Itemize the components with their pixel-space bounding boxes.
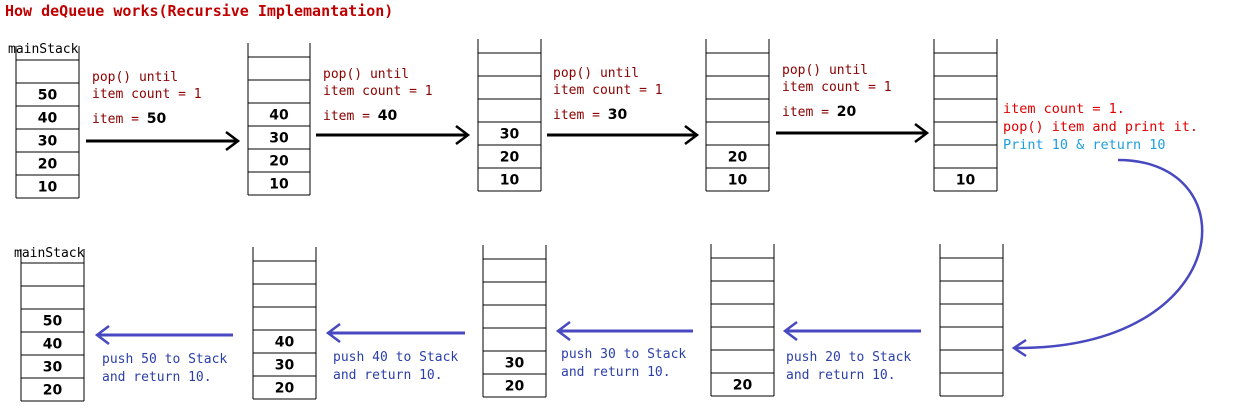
top-stack-1-cell-value: 30 [38, 134, 58, 150]
pop-step-line1: pop() until [553, 66, 640, 81]
bottom-stack-1-cell-value: 30 [43, 360, 63, 376]
pop-step-note: pop() until item count = 1 item = 40 [323, 66, 433, 125]
pop-step-line2: item count = 1 [553, 83, 663, 98]
push-step-line2: and return 10. [786, 368, 896, 383]
pop-step-line2: item count = 1 [782, 80, 892, 95]
bottom-stack-1-cell-value: 50 [43, 314, 63, 330]
pop-step-line1: pop() until [92, 70, 179, 85]
base-case-line2: pop() item and print it. [1003, 119, 1199, 135]
top-stack-1-cell-value: 10 [38, 180, 58, 196]
top-stack-3-cell-value: 10 [500, 173, 520, 189]
pop-step-item: item = 20 [782, 104, 892, 121]
pop-step-line2: item count = 1 [323, 84, 433, 99]
item-value: 40 [377, 108, 398, 124]
bottom-stack-2-cell-value: 40 [275, 335, 295, 351]
bottom-stack-2-cell-value: 30 [275, 358, 295, 374]
pop-arrow-4-head [914, 123, 930, 143]
top-stack-1-cell-value: 50 [38, 88, 58, 104]
push-step-note: push 40 to Stack and return 10. [333, 349, 458, 385]
top-stack-2-cell-value: 40 [269, 108, 289, 124]
pop-arrow-2-head [455, 125, 471, 145]
top-stack-1-cell-value: 40 [38, 111, 58, 127]
bottom-stack-2-cell-value: 20 [275, 381, 295, 397]
top-stack-3-cell-value: 20 [500, 150, 520, 166]
return-arrow-1-head [94, 325, 110, 345]
top-stack-2-cell-value: 30 [269, 131, 289, 147]
bottom-stack-1-cell-value: 40 [43, 337, 63, 353]
return-arrow-2-head [325, 323, 341, 343]
push-step-line2: and return 10. [333, 368, 443, 383]
base-case-line3: Print 10 & return 10 [1003, 137, 1166, 153]
top-stack-2-cell-value: 10 [269, 177, 289, 193]
base-case-line1: item count = 1. [1003, 101, 1125, 117]
return-curve-arrow [1013, 158, 1204, 350]
push-step-line1: push 50 to Stack [102, 352, 228, 367]
top-stack-4-cell-value: 20 [728, 150, 748, 166]
return-arrow-3-head [555, 321, 571, 341]
item-value: 30 [607, 107, 628, 123]
bottom-stack-3-cell-value: 20 [505, 379, 525, 395]
item-prefix: item = [92, 112, 139, 127]
top-stack-5-cell-value: 10 [956, 173, 976, 189]
pop-step-note: pop() until item count = 1 item = 20 [782, 62, 892, 121]
top-stack-1-cell-value: 20 [38, 157, 58, 173]
top-stack-2-cell-value: 20 [269, 154, 289, 170]
item-value: 50 [146, 111, 167, 127]
top-stack-4-cell-value: 10 [728, 173, 748, 189]
item-prefix: item = [782, 105, 829, 120]
top-stack-3-cell-value: 30 [500, 127, 520, 143]
push-step-line1: push 30 to Stack [561, 347, 687, 362]
push-step-line2: and return 10. [561, 365, 671, 380]
pop-step-line1: pop() until [782, 63, 869, 78]
push-step-note: push 20 to Stack and return 10. [786, 349, 911, 385]
push-step-line1: push 40 to Stack [333, 350, 459, 365]
bottom-stack-label: mainStack [14, 246, 85, 261]
top-stack-label: mainStack [8, 42, 79, 57]
pop-step-line2: item count = 1 [92, 87, 202, 102]
bottom-stack-3-cell-value: 30 [505, 356, 525, 372]
bottom-stack-4-cell-value: 20 [733, 378, 753, 394]
item-prefix: item = [553, 108, 600, 123]
push-step-line1: push 20 to Stack [786, 350, 912, 365]
bottom-stack-1-cell-value: 20 [43, 383, 63, 399]
pop-arrow-1-head [225, 131, 241, 151]
return-curve-arrow-head [1011, 338, 1027, 358]
pop-step-line1: pop() until [323, 67, 410, 82]
pop-step-item: item = 40 [323, 108, 433, 125]
return-arrow-4-head [782, 321, 798, 341]
pop-step-item: item = 50 [92, 111, 202, 128]
item-prefix: item = [323, 109, 370, 124]
pop-arrow-3-head [684, 125, 700, 145]
pop-step-note: pop() until item count = 1 item = 50 [92, 69, 202, 128]
pop-step-item: item = 30 [553, 107, 663, 124]
item-value: 20 [836, 104, 857, 120]
push-step-note: push 30 to Stack and return 10. [561, 346, 686, 382]
diagram-title: How deQueue works(Recursive Implemantati… [5, 2, 394, 20]
pop-step-note: pop() until item count = 1 item = 30 [553, 65, 663, 124]
push-step-note: push 50 to Stack and return 10. [102, 351, 227, 387]
base-case-note: item count = 1. pop() item and print it.… [1003, 100, 1198, 154]
push-step-line2: and return 10. [102, 370, 212, 385]
